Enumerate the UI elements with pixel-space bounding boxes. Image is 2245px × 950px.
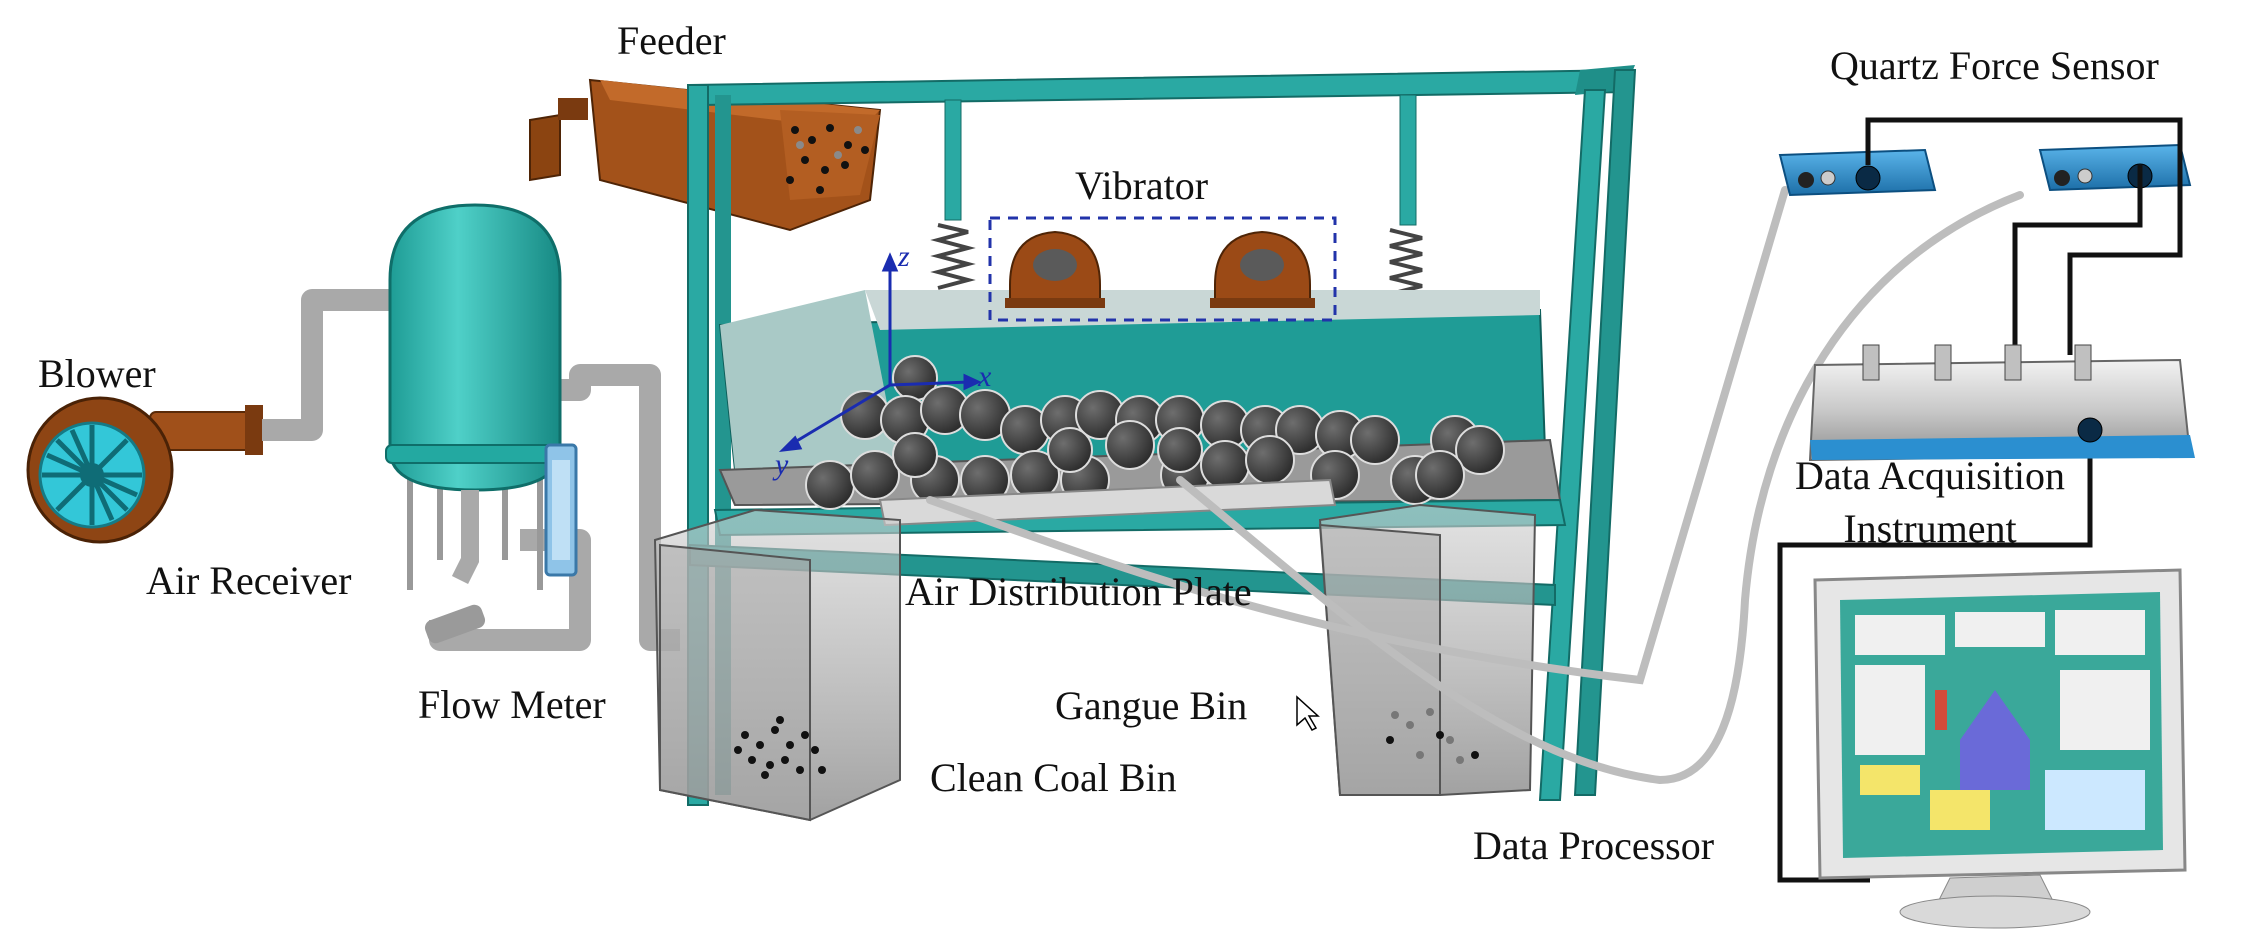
vibrator-dashed-box: [988, 216, 1337, 322]
clean-coal-bin-label: Clean Coal Bin: [930, 755, 1177, 800]
air-distribution-plate: [878, 478, 1337, 527]
spring-left: [930, 223, 976, 290]
signal-cables-grey: [926, 186, 2024, 785]
data-acquisition-label-line2: Instrument: [1843, 506, 2017, 551]
gangue-bin-label: Gangue Bin: [1055, 683, 1248, 728]
force-sensor-icon: [1778, 143, 2192, 197]
air-distribution-plate-label: Air Distribution Plate: [905, 569, 1252, 614]
feeder-label: Feeder: [617, 18, 726, 63]
air-receiver-label: Air Receiver: [146, 558, 352, 603]
computer-monitor-icon: [1813, 568, 2187, 929]
flow-meter-label: Flow Meter: [418, 682, 606, 727]
pressure-tank-icon: [385, 203, 565, 644]
flow-meter-icon: [544, 443, 578, 577]
data-processor-label: Data Processor: [1473, 823, 1715, 868]
axis-z-label: z: [898, 240, 910, 273]
blower-icon: [26, 396, 263, 544]
quartz-force-sensor-label: Quartz Force Sensor: [1830, 43, 2159, 88]
coordinate-axes: [778, 252, 982, 452]
data-acquisition-label-line1: Data Acquisition: [1795, 453, 2065, 498]
clean-coal-bin: [653, 508, 901, 822]
vibration-motor-icon: [1005, 230, 1315, 308]
signal-cables-black: [1777, 117, 2183, 883]
vibrator-label: Vibrator: [1075, 163, 1209, 208]
axis-x-label: x: [978, 360, 992, 393]
blower-label: Blower: [38, 351, 156, 396]
data-acquisition-box-icon: [1808, 344, 2195, 462]
cursor-icon: [1296, 695, 1320, 731]
axis-y-label: y: [775, 448, 789, 481]
